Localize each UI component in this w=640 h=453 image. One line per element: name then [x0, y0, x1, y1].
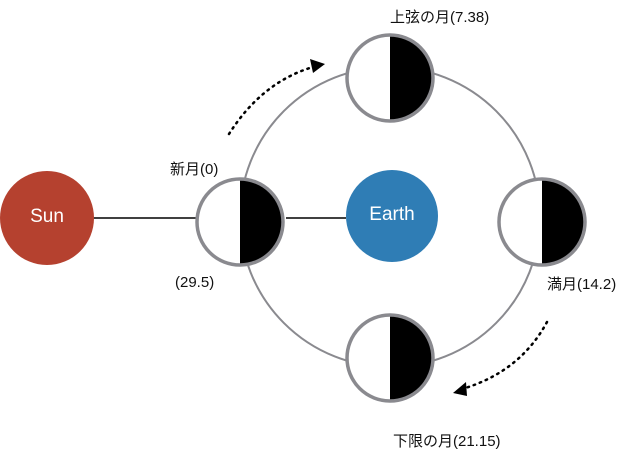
moon-last-quarter	[345, 313, 435, 403]
full-moon-label: 満月(14.2)	[547, 276, 617, 293]
orbit-direction-arrow-upper	[227, 59, 325, 136]
sun-label: Sun	[30, 206, 64, 227]
moon-full	[497, 177, 587, 267]
earth-icon	[346, 170, 438, 262]
last-quarter-label: 下限の月(21.15)	[393, 433, 501, 450]
moon-new	[195, 177, 285, 267]
sun-icon	[0, 171, 94, 265]
orbit-direction-arrow-lower	[453, 320, 549, 396]
moon-first-quarter	[345, 33, 435, 123]
first-quarter-label: 上弦の月(7.38)	[390, 9, 490, 26]
earth-label: Earth	[369, 204, 415, 225]
new-moon-label: 新月(0)	[170, 161, 219, 178]
new-moon-alt-label: (29.5)	[175, 274, 215, 291]
